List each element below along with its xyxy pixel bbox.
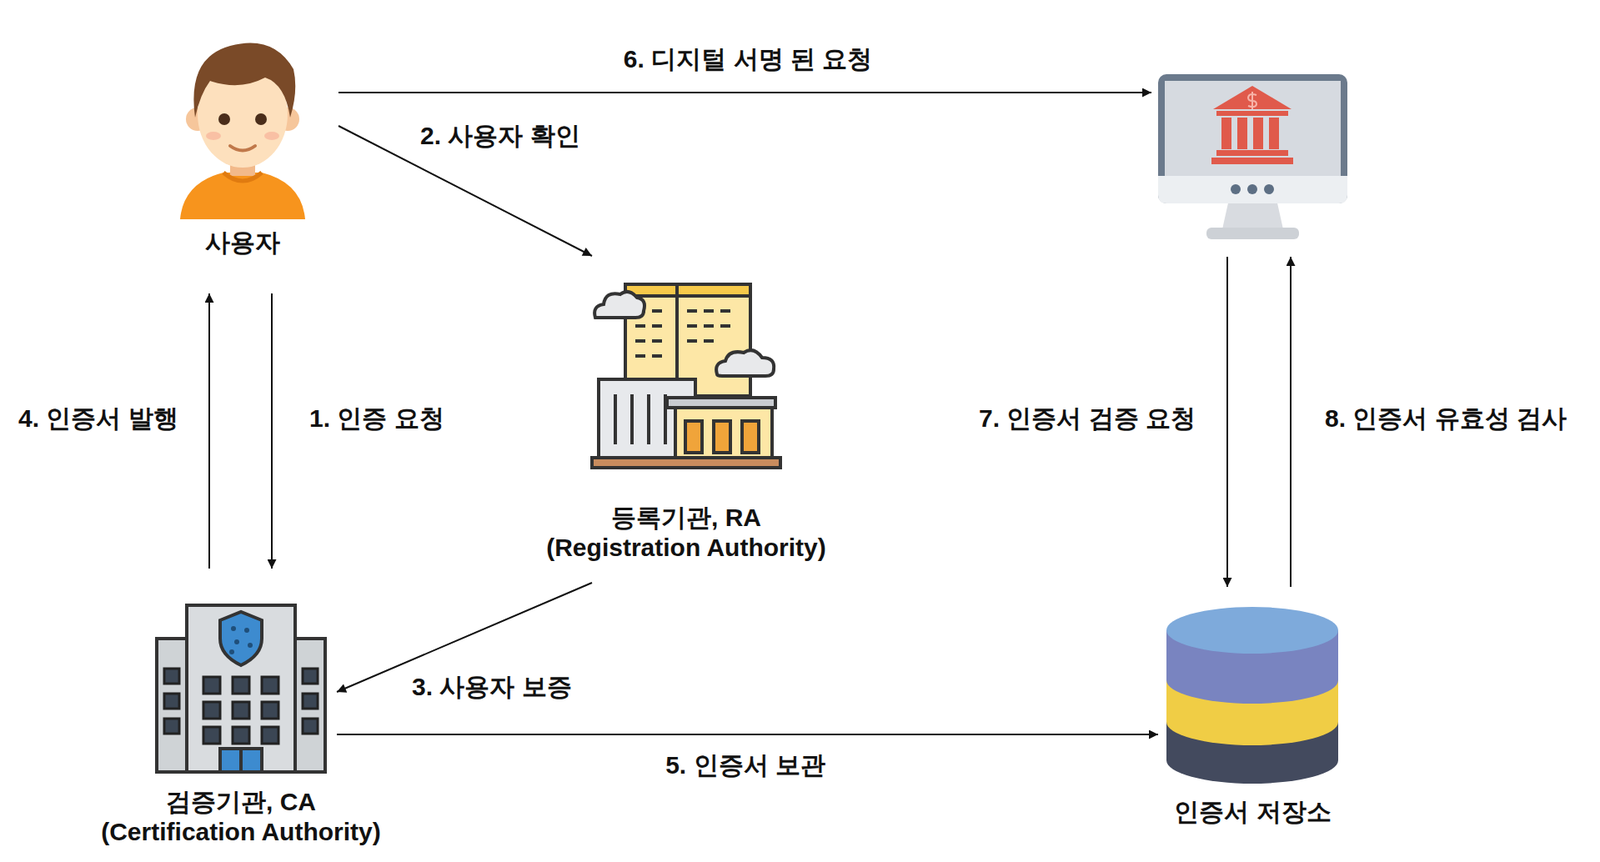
bank-monitor-icon [1158, 74, 1348, 240]
node-label: 사용자 [150, 227, 335, 258]
certificate-store-icon [1166, 606, 1339, 784]
step-label: 7. 인증서 검증 요청 [975, 403, 1199, 434]
step-label: 3. 사용자 보증 [408, 672, 576, 703]
user-icon [180, 43, 306, 221]
flow-arrow [338, 91, 1152, 94]
step-label: 2. 사용자 확인 [416, 120, 584, 151]
node-label: 검증기관, CA (Certification Authority) [95, 787, 387, 848]
registration-building-icon [591, 284, 781, 468]
certification-authority-node: 검증기관, CA (Certification Authority) [153, 601, 329, 848]
step-label: 4. 인증서 발행 [15, 403, 182, 434]
icon-area [1158, 74, 1348, 241]
flow-arrow [208, 293, 211, 569]
certificate-store-node: 인증서 저장소 [1166, 596, 1340, 828]
step-label: 6. 디지털 서명 된 요청 [620, 44, 876, 75]
step-label: 5. 인증서 보관 [662, 750, 829, 781]
certification-building-icon [156, 605, 326, 773]
bank-server-node [1158, 74, 1348, 241]
flow-arrow [270, 293, 273, 569]
registration-authority-node: 등록기관, RA (Registration Authority) [591, 280, 781, 563]
step-label: 1. 인증 요청 [305, 403, 448, 434]
icon-area [1166, 596, 1340, 784]
step-label: 8. 인증서 유효성 검사 [1321, 403, 1570, 434]
icon-area [171, 30, 314, 220]
node-label: 등록기관, RA (Registration Authority) [540, 502, 833, 563]
node-label: 인증서 저장소 [1144, 797, 1362, 828]
flow-arrow [1289, 256, 1292, 587]
flow-arrow [1226, 256, 1229, 587]
icon-area [153, 601, 329, 776]
flow-arrow [336, 733, 1159, 736]
user-node: 사용자 [171, 30, 314, 258]
icon-area [591, 280, 781, 470]
